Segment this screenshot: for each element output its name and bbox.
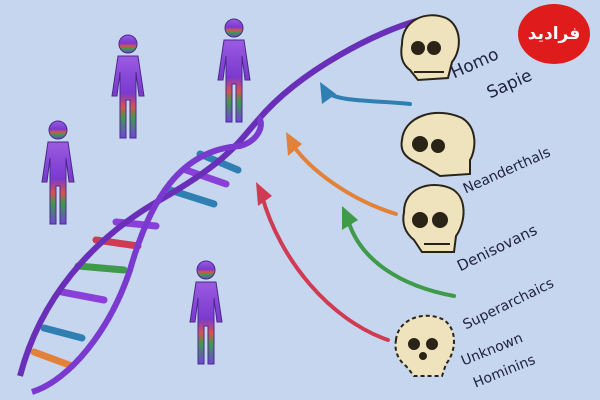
human-figure bbox=[111, 34, 145, 139]
arrow-unknown-hominins bbox=[260, 194, 390, 342]
skull-unknown-hominin bbox=[394, 314, 455, 377]
skull-neanderthal bbox=[400, 111, 476, 178]
human-figure bbox=[189, 260, 223, 365]
human-figure bbox=[41, 120, 75, 225]
arrow-neanderthals bbox=[324, 90, 412, 106]
site-logo: فرادید bbox=[518, 4, 590, 64]
arrow-superarchaics bbox=[346, 218, 456, 298]
skull-homo-sapiens bbox=[400, 14, 460, 82]
dna-helix bbox=[17, 17, 421, 395]
logo-text: فرادید bbox=[527, 24, 581, 44]
human-figure bbox=[217, 18, 251, 123]
skull-denisovan bbox=[402, 184, 465, 253]
arrow-denisovans bbox=[290, 142, 398, 216]
